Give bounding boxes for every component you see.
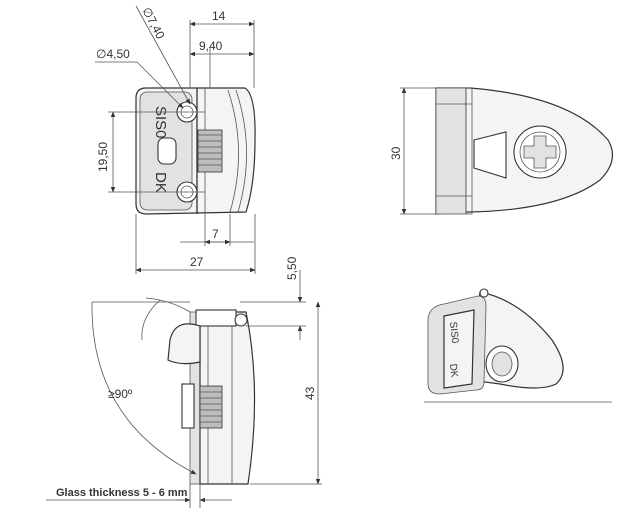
dim-total-width: 27 <box>190 255 204 269</box>
front-screw <box>197 129 223 173</box>
front-view: SIS0 DK 14 9,40 ∅7,40 ∅4,50 19,50 7 <box>95 5 256 274</box>
engraving-model: DK <box>152 172 169 193</box>
dim-inner-width: 9,40 <box>199 39 223 53</box>
iso-engraving-brand: SIS0 <box>447 321 460 344</box>
iso-engraving-model: DK <box>447 363 459 378</box>
top-plate <box>435 87 467 215</box>
leader-dia-small <box>136 61 184 109</box>
front-pin <box>157 137 177 165</box>
iso-pin-hole <box>479 288 489 298</box>
angle-arc <box>91 301 197 475</box>
door-clip <box>167 323 201 365</box>
dim-side-height: 43 <box>303 386 317 400</box>
dim-angle: ≥90º <box>108 387 133 401</box>
dim-slot: 7 <box>212 227 219 241</box>
side-cap <box>195 309 237 327</box>
side-view: ≥90º 5,50 43 Glass thickness 5 - 6 mm <box>46 256 322 508</box>
side-screw-head <box>181 383 195 429</box>
engraving-brand: SIS0 <box>152 106 169 139</box>
top-pin <box>473 131 507 179</box>
dim-hole-spacing: 19,50 <box>96 142 110 172</box>
side-body <box>199 311 256 485</box>
leader-dia-large <box>135 5 191 105</box>
top-view: 30 <box>389 87 614 215</box>
side-screw-thread <box>199 385 223 429</box>
front-curved-face <box>227 89 239 213</box>
dim-dia-large: ∅7,40 <box>139 5 167 42</box>
cross-recess-icon <box>523 135 557 169</box>
iso-view: SIS0 DK <box>424 288 612 403</box>
dim-offset: 5,50 <box>285 256 299 280</box>
dim-top-width: 14 <box>212 9 226 23</box>
glass-thickness-note: Glass thickness 5 - 6 mm <box>56 487 188 499</box>
dim-height: 30 <box>389 146 403 160</box>
side-pin-hole <box>234 313 248 327</box>
dim-dia-small: ∅4,50 <box>96 47 130 61</box>
